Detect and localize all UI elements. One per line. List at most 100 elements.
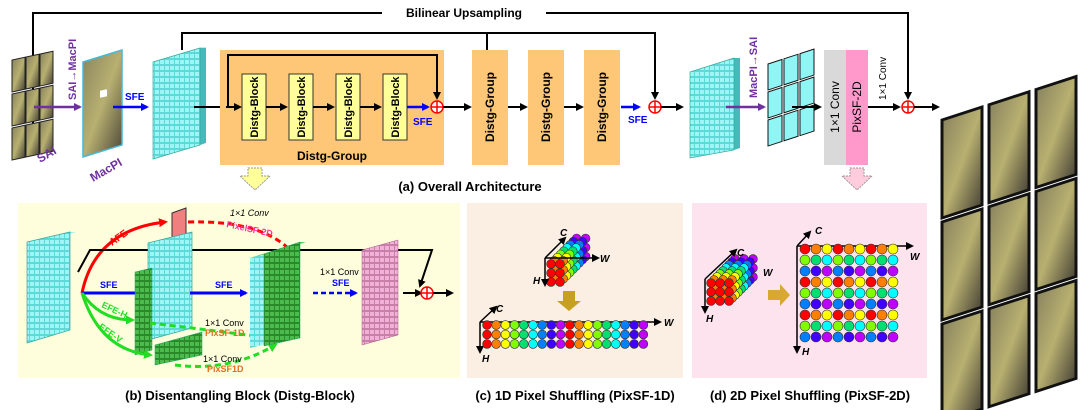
shuffled-pixel xyxy=(854,254,866,266)
pixsf-2d-block: PixSF-2D xyxy=(846,50,868,165)
shuffled-pixel xyxy=(843,254,855,266)
shuffled-pixel xyxy=(865,298,877,310)
tensor-pixel xyxy=(715,287,725,297)
shuffled-pixel xyxy=(638,329,649,340)
tensor-pixel xyxy=(724,287,734,297)
shuffled-pixel xyxy=(876,298,888,310)
shuffle-arrow-down xyxy=(557,291,581,311)
tensor-pixel xyxy=(706,296,716,306)
svg-text:SFE: SFE xyxy=(100,280,118,290)
shuffled-pixel xyxy=(519,339,529,349)
shuffled-pixel xyxy=(565,329,575,340)
shuffled-pixel xyxy=(810,265,822,277)
shuffled-pixel xyxy=(482,329,492,340)
shuffled-pixel xyxy=(887,320,899,332)
tensor-pixel xyxy=(555,277,565,287)
shuffled-pixel xyxy=(810,254,822,266)
shuffled-pixel xyxy=(629,320,639,330)
tensor-pixel xyxy=(724,296,734,306)
svg-text:Distg-Group: Distg-Group xyxy=(595,72,609,142)
shuffled-pixel xyxy=(887,298,899,310)
sum-node-output xyxy=(901,100,915,114)
pre-shuffle-tensor-1d xyxy=(546,233,591,287)
caption-d: (d) 2D Pixel Shuffling (PixSF-2D) xyxy=(710,388,910,403)
sai-to-macpi-label: SAI→MacPI xyxy=(67,39,79,100)
caption-c: (c) 1D Pixel Shuffling (PixSF-1D) xyxy=(475,388,674,403)
shuffled-pixel xyxy=(620,339,630,349)
tensor-pixel xyxy=(715,278,725,288)
shuffled-pixel xyxy=(821,298,833,310)
shuffled-pixel xyxy=(528,320,538,330)
macpi-image: MacPI xyxy=(82,48,125,185)
shuffled-pixel xyxy=(854,309,866,321)
shuffled-pixel xyxy=(519,329,529,340)
svg-text:1×1 Conv: 1×1 Conv xyxy=(205,318,244,328)
output-sai-grid xyxy=(940,74,1078,410)
shuffled-pixel xyxy=(583,339,593,349)
svg-text:1×1 Conv: 1×1 Conv xyxy=(320,267,359,277)
shuffled-pixel xyxy=(865,276,877,288)
shuffled-pixel xyxy=(887,287,899,299)
tensor-pixel xyxy=(546,277,556,287)
svg-text:Distg-Group: Distg-Group xyxy=(539,72,553,142)
shuffled-pixel xyxy=(832,265,844,277)
tensor-pixel xyxy=(546,259,556,269)
shuffled-pixel xyxy=(810,320,822,332)
shuffled-pixel xyxy=(810,331,822,343)
shuffled-pixel xyxy=(865,331,877,343)
shuffled-pixel xyxy=(832,309,844,321)
shuffled-pixel xyxy=(887,243,899,255)
shuffled-pixel xyxy=(583,320,593,330)
sum-node-global xyxy=(648,100,662,114)
pre-shuffle-tensor-2d xyxy=(706,254,758,306)
feature-cube-1 xyxy=(152,47,207,160)
shuffled-pixel xyxy=(592,339,603,349)
shuffled-pixel xyxy=(620,329,630,340)
shuffled-pixel xyxy=(491,339,501,349)
shuffled-pixel xyxy=(509,320,520,330)
distg-block-3: Distg-Block xyxy=(335,73,361,141)
shuffled-pixel xyxy=(638,320,649,330)
shuffled-pixel xyxy=(843,265,855,277)
shuffled-pixel xyxy=(865,243,877,255)
distg-block-4: Distg-Block xyxy=(382,73,408,141)
tensor-pixel xyxy=(706,287,716,297)
svg-text:Distg-Block: Distg-Block xyxy=(343,76,355,138)
distg-group-4: Distg-Group xyxy=(584,50,620,165)
shuffled-pixel xyxy=(887,309,899,321)
svg-text:W: W xyxy=(664,318,675,329)
svg-text:W: W xyxy=(600,254,611,265)
shuffled-pixel xyxy=(865,265,877,277)
shuffled-pixel xyxy=(832,320,844,332)
shuffled-pixel xyxy=(865,309,877,321)
shuffled-pixel xyxy=(865,320,877,332)
shuffled-pixel xyxy=(854,265,866,277)
svg-text:C: C xyxy=(560,228,568,239)
shuffled-pixel xyxy=(565,339,575,349)
shuffled-pixel xyxy=(799,243,811,255)
shuffled-pixel xyxy=(832,331,844,343)
shuffled-pixel xyxy=(854,287,866,299)
svg-text:H: H xyxy=(533,276,541,287)
shuffled-pixel xyxy=(537,320,547,330)
shuffled-pixel xyxy=(500,320,511,330)
sfe-label-2: SFE xyxy=(628,115,648,126)
expand-arrow-yellow xyxy=(238,167,272,191)
shuffled-pixel xyxy=(546,339,557,349)
shuffled-pixel xyxy=(799,276,811,288)
shuffled-pixel xyxy=(854,243,866,255)
shuffled-pixel xyxy=(500,329,511,340)
shuffled-pixel xyxy=(555,320,566,330)
shuffled-pixel xyxy=(799,254,811,266)
shuffled-pixel xyxy=(854,276,866,288)
shuffled-pixel xyxy=(843,309,855,321)
shuffled-pixel xyxy=(601,320,612,330)
shuffled-pixel xyxy=(854,298,866,310)
shuffled-pixel xyxy=(574,339,584,349)
shuffled-pixel xyxy=(876,320,888,332)
svg-text:1×1 Conv: 1×1 Conv xyxy=(230,208,269,218)
shuffled-pixel xyxy=(620,320,630,330)
svg-text:SFE: SFE xyxy=(413,117,433,128)
shuffled-pixel xyxy=(843,287,855,299)
